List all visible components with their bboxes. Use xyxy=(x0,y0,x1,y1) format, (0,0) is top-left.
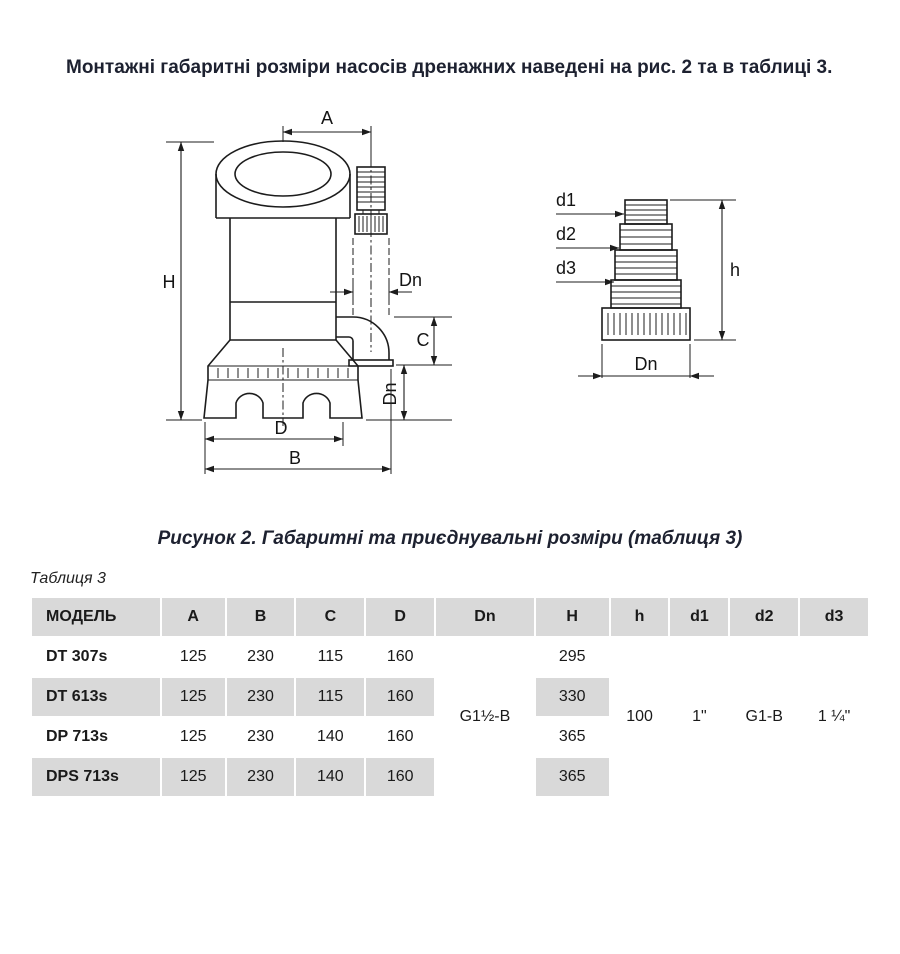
cell-B: 230 xyxy=(224,635,297,678)
cell-C: 140 xyxy=(294,755,367,798)
dimensions-table: МОДЕЛЬ A B C D Dn H h d1 d2 d3 DT 307s 1… xyxy=(30,595,870,798)
cell-h-merged: 100 xyxy=(608,635,671,798)
dim-label-A: A xyxy=(321,108,333,128)
cell-H: 365 xyxy=(533,755,611,798)
cell-A: 125 xyxy=(159,715,227,758)
detail-dimensions: d1 d2 d3 h Dn xyxy=(556,190,740,379)
pump-dimensions: A H Dn C Dn D B xyxy=(163,108,452,474)
header-A: A xyxy=(159,595,227,638)
cell-D: 160 xyxy=(364,675,437,718)
dim-label-C: C xyxy=(417,330,430,350)
cell-D: 160 xyxy=(364,715,437,758)
cell-C: 115 xyxy=(294,675,367,718)
pump-drawing xyxy=(203,139,394,426)
cell-B: 230 xyxy=(224,755,297,798)
dim-label-h: h xyxy=(730,260,740,280)
header-B: B xyxy=(224,595,297,638)
cell-A: 125 xyxy=(159,675,227,718)
header-model: МОДЕЛЬ xyxy=(30,595,162,638)
cell-model: DT 307s xyxy=(30,635,162,678)
dim-label-Dn-side: Dn xyxy=(399,270,422,290)
dim-label-d3: d3 xyxy=(556,258,576,278)
table-row: DT 613s 125 230 115 160 330 xyxy=(30,675,869,718)
cell-A: 125 xyxy=(159,755,227,798)
cell-H: 365 xyxy=(533,715,611,758)
intro-paragraph: Монтажні габаритні розміри насосів дрена… xyxy=(66,57,833,78)
pump-outlet-elbow xyxy=(336,315,394,367)
header-H: H xyxy=(533,595,611,638)
cell-d2-merged: G1-B xyxy=(728,635,801,798)
dim-label-Dn-vertical: Dn xyxy=(380,382,400,405)
cell-A: 125 xyxy=(159,635,227,678)
table-row: DT 307s 125 230 115 160 G1½-B 295 100 1"… xyxy=(30,635,870,798)
cell-H: 295 xyxy=(533,635,611,678)
cell-D: 160 xyxy=(364,755,437,798)
table-header-row: МОДЕЛЬ A B C D Dn H h d1 d2 d3 xyxy=(30,595,870,638)
cell-model: DPS 713s xyxy=(30,755,162,798)
table-row: DP 713s 125 230 140 160 365 xyxy=(30,715,869,758)
dim-label-d2: d2 xyxy=(556,224,576,244)
figure-2-drawing: A H Dn C Dn D B xyxy=(163,108,740,474)
dim-label-d1: d1 xyxy=(556,190,576,210)
dim-label-H: H xyxy=(163,272,176,292)
cell-B: 230 xyxy=(224,715,297,758)
cell-model: DT 613s xyxy=(30,675,162,718)
cell-D: 160 xyxy=(364,635,437,678)
dim-label-Dn-detail: Dn xyxy=(634,354,657,374)
cell-model: DP 713s xyxy=(30,715,162,758)
cell-C: 140 xyxy=(294,715,367,758)
header-Dn: Dn xyxy=(434,595,536,638)
header-D: D xyxy=(364,595,437,638)
cell-C: 115 xyxy=(294,635,367,678)
figure-caption: Рисунок 2. Габаритні та приєднувальні ро… xyxy=(157,527,743,549)
cell-H: 330 xyxy=(533,675,611,718)
table-row: DPS 713s 125 230 140 160 365 xyxy=(30,755,869,798)
dim-label-D: D xyxy=(275,418,288,438)
header-d2: d2 xyxy=(728,595,801,638)
header-d1: d1 xyxy=(668,595,731,638)
dim-label-B: B xyxy=(289,448,301,468)
cell-d3-merged: 1 ¼" xyxy=(798,635,870,798)
hose-adapter-detail xyxy=(601,198,691,341)
header-h: h xyxy=(608,595,671,638)
cell-B: 230 xyxy=(224,675,297,718)
table-label: Таблиця 3 xyxy=(30,569,106,587)
header-d3: d3 xyxy=(798,595,870,638)
header-C: C xyxy=(294,595,367,638)
cell-Dn-merged: G1½-B xyxy=(434,635,536,798)
cell-d1-merged: 1" xyxy=(668,635,731,798)
